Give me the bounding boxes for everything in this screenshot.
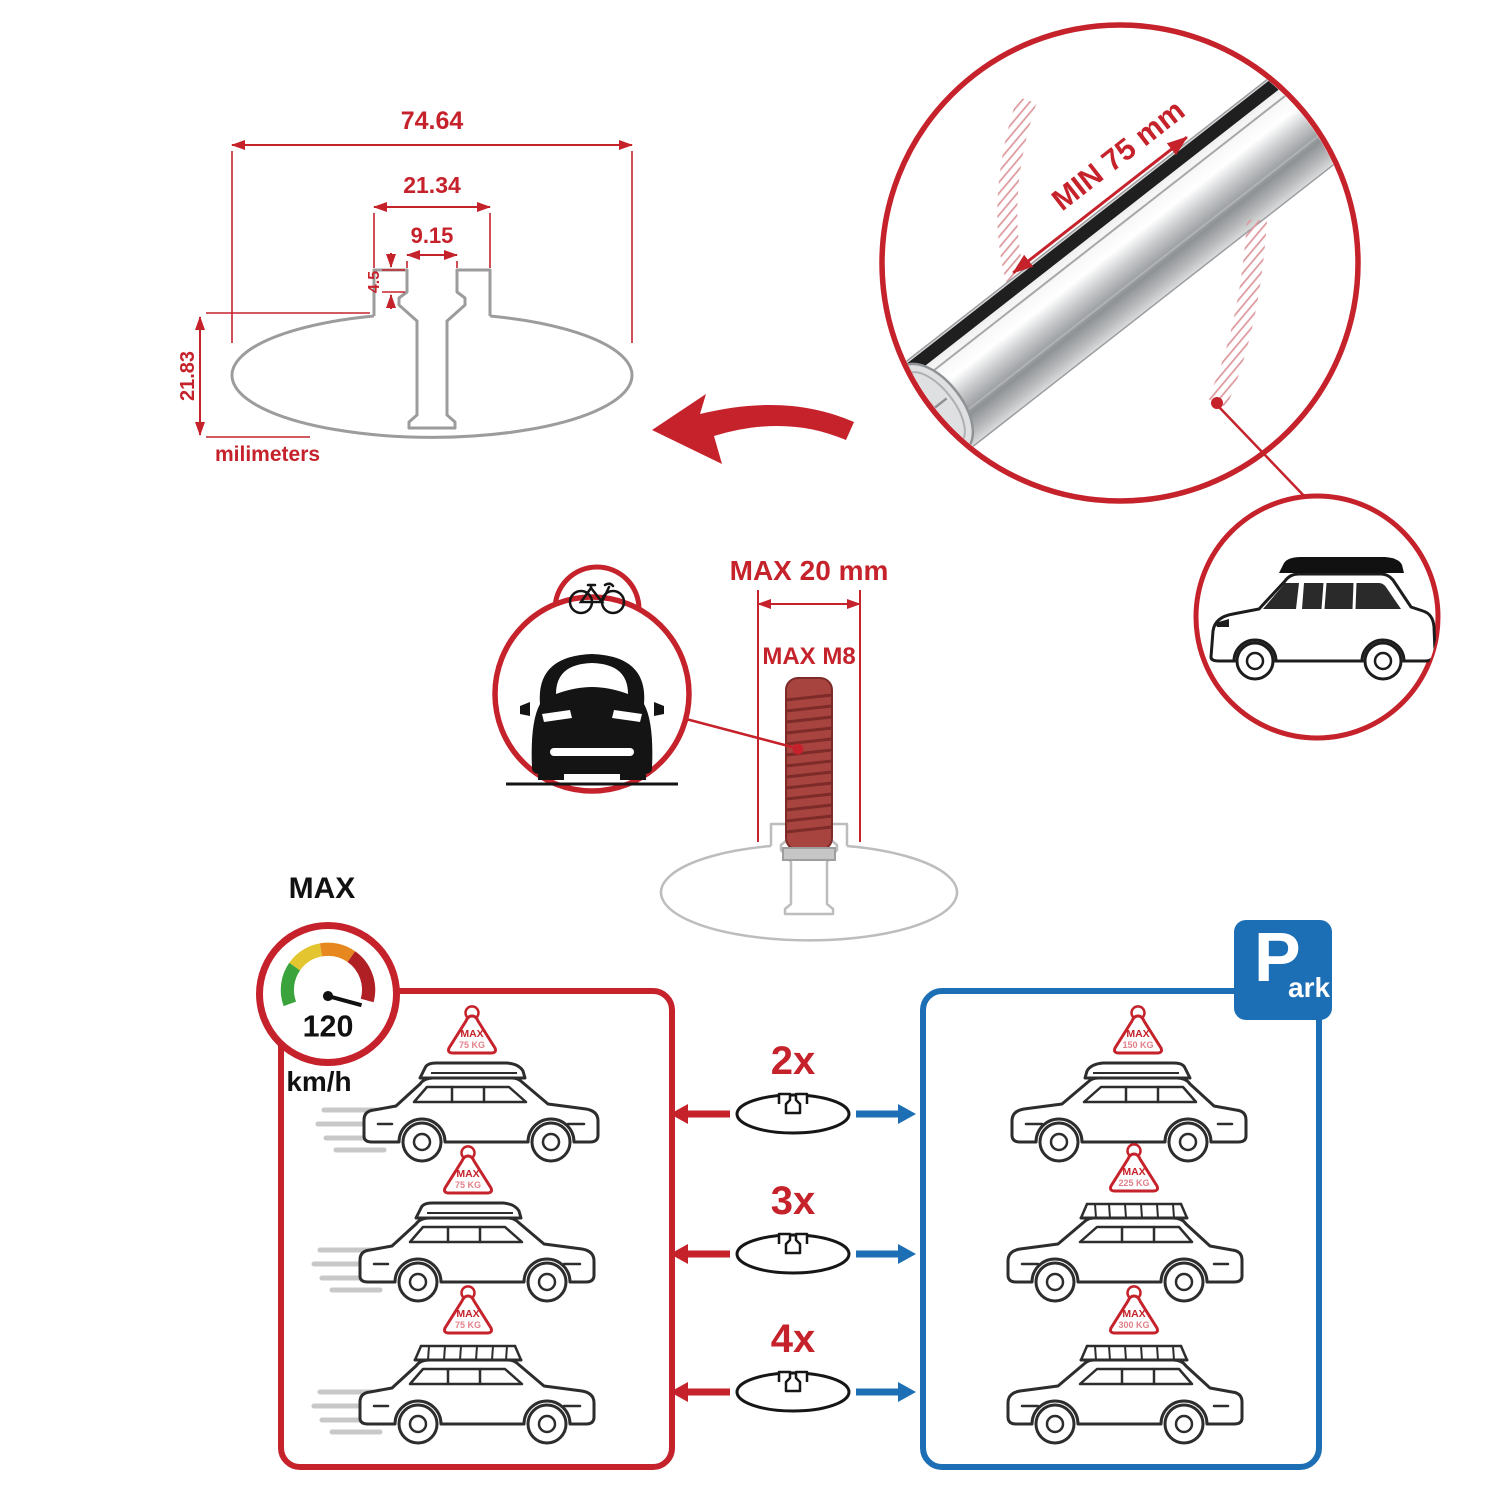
bicycle-icon xyxy=(568,582,626,615)
dim-channel-width: 21.34 xyxy=(403,172,461,198)
profile-drawing: 74.64 21.34 9.15 4.5 21.83 milimeters xyxy=(177,107,634,466)
dim-total-width: 74.64 xyxy=(401,107,464,135)
load-badge: MAX 75 KG xyxy=(443,1285,493,1335)
driving-car-row-1: MAX 75 KG xyxy=(322,1005,600,1163)
bolt-max-thread: MAX M8 xyxy=(762,643,855,670)
parked-car-row-2: MAX 225 KG xyxy=(1006,1143,1244,1303)
crossbar-section-icon xyxy=(735,1370,851,1413)
crossbar-section-icon xyxy=(735,1092,851,1135)
svg-text:MAX: MAX xyxy=(1126,1028,1149,1040)
profile-channel xyxy=(372,268,492,430)
svg-text:225 KG: 225 KG xyxy=(1118,1178,1149,1188)
svg-text:MAX: MAX xyxy=(1122,1308,1145,1320)
park-sign: P ark xyxy=(1234,920,1332,1020)
strap-right xyxy=(1207,219,1267,408)
speed-max-label: MAX xyxy=(288,872,356,905)
count-row-2: 3x xyxy=(670,1179,916,1275)
dim-lip-depth: 4.5 xyxy=(366,271,383,293)
svg-text:150 KG: 150 KG xyxy=(1122,1040,1153,1050)
count-row-1: 2x xyxy=(670,1039,916,1135)
svg-text:MAX: MAX xyxy=(456,1168,479,1180)
parked-car-row-3: MAX 300 KG xyxy=(1006,1285,1244,1445)
car-front-icon xyxy=(506,654,678,786)
count-label: 2x xyxy=(771,1039,816,1083)
parked-car-row-1: MAX 150 KG xyxy=(1010,1005,1248,1163)
svg-text:MAX: MAX xyxy=(456,1308,479,1320)
speed-value: 120 xyxy=(303,1010,354,1044)
strap-dot xyxy=(1211,397,1223,409)
load-badge: MAX 300 KG xyxy=(1109,1285,1159,1335)
svg-text:75 KG: 75 KG xyxy=(459,1040,485,1050)
svg-text:MAX: MAX xyxy=(1122,1166,1145,1178)
driving-car-row-2: MAX 75 KG xyxy=(318,1145,596,1303)
svg-text:75 KG: 75 KG xyxy=(455,1320,481,1330)
bolt-diagram: MAX 20 mm MAX M8 xyxy=(492,555,959,942)
dim-slot-width: 9.15 xyxy=(411,223,454,248)
units-label: milimeters xyxy=(215,443,320,466)
speedometer: 120 xyxy=(256,922,400,1066)
t-bolt xyxy=(782,677,836,861)
roofbox-icon xyxy=(1279,557,1404,573)
count-label: 3x xyxy=(771,1179,816,1223)
count-label: 4x xyxy=(771,1317,816,1361)
count-row-3: 4x xyxy=(670,1317,916,1413)
profile-ellipse xyxy=(230,314,634,439)
crossbar-view: MIN 75 mm xyxy=(879,22,1441,741)
svg-text:MAX: MAX xyxy=(460,1028,483,1040)
park-rest: ark xyxy=(1288,972,1331,1003)
speed-unit-label: km/h xyxy=(286,1066,352,1097)
park-letter: P xyxy=(1254,918,1301,996)
load-badge: MAX 150 KG xyxy=(1113,1005,1163,1055)
pointer-arrow-icon xyxy=(652,394,854,464)
svg-text:300 KG: 300 KG xyxy=(1118,1320,1149,1330)
svg-text:75 KG: 75 KG xyxy=(455,1180,481,1190)
load-badge: MAX 75 KG xyxy=(443,1145,493,1195)
crossbar-section-icon xyxy=(735,1232,851,1275)
load-badge: MAX 75 KG xyxy=(447,1005,497,1055)
driving-car-row-3: MAX 75 KG xyxy=(318,1285,596,1445)
load-badge: MAX 225 KG xyxy=(1109,1143,1159,1193)
bolt-max-width: MAX 20 mm xyxy=(730,555,889,586)
dim-total-height: 21.83 xyxy=(177,351,199,401)
suv-with-roofbox xyxy=(1209,557,1437,681)
